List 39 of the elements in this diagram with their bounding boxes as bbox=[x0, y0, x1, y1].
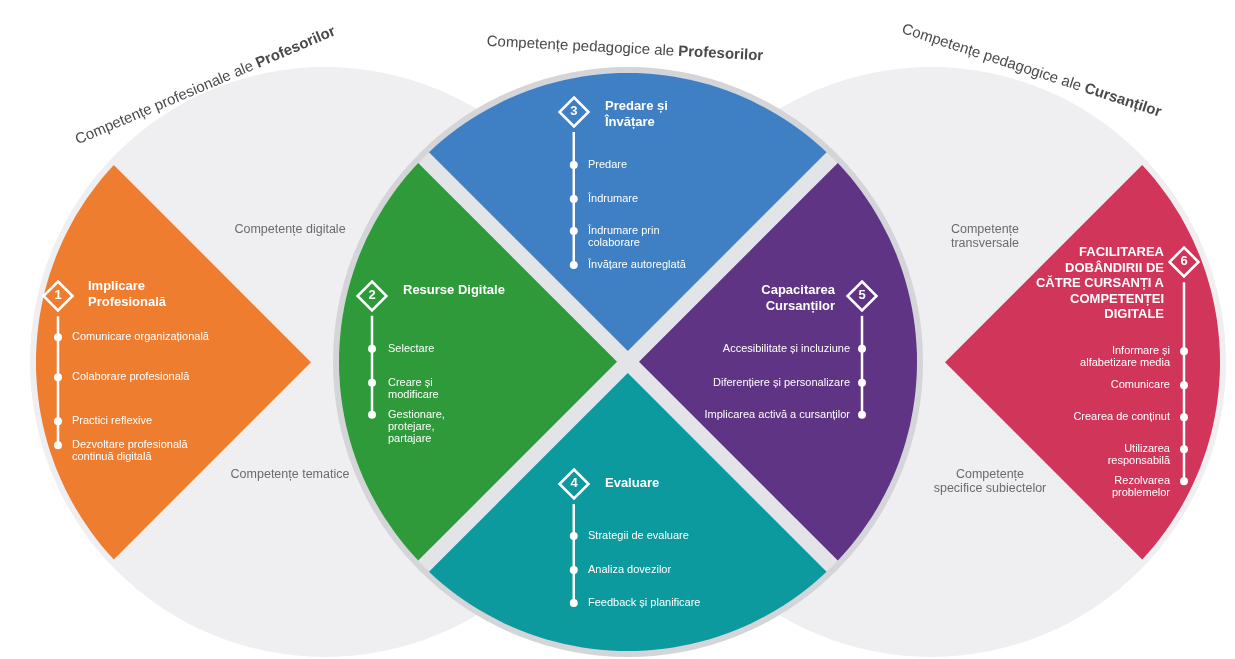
competence-item: Feedback și planificare bbox=[588, 596, 702, 609]
competence-item: Comunicare organizațională bbox=[72, 330, 210, 343]
zone-label: Competențe transversale bbox=[949, 222, 1021, 251]
sector-title: Evaluare bbox=[605, 475, 661, 491]
competence-item: Comunicare bbox=[1109, 378, 1170, 391]
zone-label: Competențe digitale bbox=[233, 222, 347, 237]
competence-item: Selectare bbox=[388, 342, 436, 355]
competence-item: Analiza dovezilor bbox=[588, 563, 673, 576]
sector-title: Resurse Digitale bbox=[403, 282, 506, 298]
step-number: 6 bbox=[1179, 254, 1189, 269]
competence-item: Crearea de conținut bbox=[1072, 410, 1170, 423]
step-number: 2 bbox=[367, 288, 377, 303]
competence-item: Îndrumare prin colaborare bbox=[588, 224, 661, 249]
competence-item: Strategii de evaluare bbox=[588, 529, 690, 542]
competence-item: Colaborare profesională bbox=[72, 370, 191, 383]
arc-heading: Competențe pedagogice ale Profesorilor bbox=[485, 30, 765, 66]
competence-item: Implicarea activă a cursanților bbox=[703, 408, 850, 421]
competence-item: Rezolvarea problemelor bbox=[1110, 474, 1170, 499]
competence-item: Dezvoltare profesională continuă digitală bbox=[72, 438, 189, 463]
competence-item: Diferențiere și personalizare bbox=[712, 376, 850, 389]
step-number: 5 bbox=[857, 288, 867, 303]
competence-item: Accesibilitate și incluziune bbox=[721, 342, 850, 355]
competence-item: Practici reflexive bbox=[72, 414, 154, 427]
competence-item: Creare și modificare bbox=[388, 376, 440, 401]
step-number: 4 bbox=[569, 476, 579, 491]
competence-item: Informare și alfabetizare media bbox=[1079, 344, 1170, 369]
competence-item: Îndrumare bbox=[588, 192, 640, 205]
competence-item: Utilizarea responsabilă bbox=[1106, 442, 1170, 467]
zone-label: Competențe specifice subiectelor bbox=[932, 467, 1048, 496]
sector-title: Implicare Profesională bbox=[88, 278, 168, 310]
competence-item: Predare bbox=[588, 158, 629, 171]
step-number: 1 bbox=[53, 288, 63, 303]
sector-title: Capacitarea Cursanților bbox=[760, 282, 835, 314]
competence-item: Gestionare, protejare, partajare bbox=[388, 408, 446, 445]
sector-title: FACILITAREA DOBÂNDIRII DE CĂTRE CURSANȚI A COMPETENȚEI DIGITALE bbox=[1034, 244, 1164, 322]
sector-title: Predare și Învățare bbox=[605, 98, 669, 130]
zone-label: Competențe tematice bbox=[230, 467, 350, 482]
step-number: 3 bbox=[569, 104, 579, 119]
competence-item: Învățare autoreglată bbox=[588, 258, 687, 271]
